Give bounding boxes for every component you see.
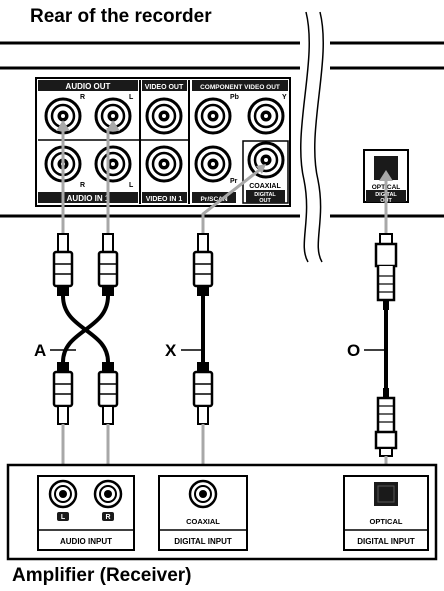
pb-jack <box>194 97 232 135</box>
cable-x-top-plug <box>192 232 214 298</box>
video-out-jack <box>145 97 183 135</box>
audio-out-r-label: R <box>80 94 85 101</box>
audio-in-l-label: L <box>129 182 134 189</box>
video-in-jack <box>145 145 183 183</box>
amplifier-title: Amplifier (Receiver) <box>12 565 192 586</box>
video-in-label: VIDEO IN 1 <box>146 196 183 203</box>
audio-out-label: AUDIO OUT <box>66 82 111 91</box>
cable-x-bottom-plug <box>192 360 214 426</box>
y-label: Y <box>282 94 287 101</box>
coaxial-out-jack <box>247 141 285 179</box>
audio-in-r-label: R <box>80 182 85 189</box>
coaxial-out-word: OUT <box>259 198 271 204</box>
cable-o-top-plug <box>374 233 398 310</box>
cable-a-left-bottom-plug <box>52 360 74 426</box>
recorder-title: Rear of the recorder <box>30 6 212 27</box>
amp-audio-l-jack <box>48 479 78 509</box>
coaxial-digital-label: DIGITAL <box>254 192 276 198</box>
pr-jack <box>194 145 232 183</box>
component-video-out-label: COMPONENT VIDEO OUT <box>200 84 280 91</box>
cable-o-label: O <box>347 341 360 360</box>
pr-label: Pr <box>230 178 238 185</box>
amp-l-label: L <box>61 514 66 521</box>
y-jack <box>247 97 285 135</box>
cable-a-right-bottom-plug <box>97 360 119 426</box>
amp-coaxial-label: COAXIAL <box>186 517 220 526</box>
audio-in-label: AUDIO IN 1 <box>67 194 110 203</box>
cable-a-left-top-plug <box>52 232 74 298</box>
amp-audio-input-label: AUDIO INPUT <box>60 537 112 546</box>
audio-out-l-label: L <box>129 94 134 101</box>
pb-label: Pb <box>230 94 239 101</box>
cable-x-label: X <box>165 341 177 360</box>
amp-coaxial-jack <box>188 479 218 509</box>
cable-a-label: A <box>34 341 46 360</box>
audio-in-r-jack <box>94 145 132 183</box>
amp-optical-label: OPTICAL <box>370 517 403 526</box>
cable-o-bottom-plug <box>374 388 398 457</box>
video-out-label: VIDEO OUT <box>145 84 184 91</box>
amp-audio-r-jack <box>93 479 123 509</box>
amp-digital-input-coax-label: DIGITAL INPUT <box>174 537 232 546</box>
cable-a-right-top-plug <box>97 232 119 298</box>
amp-digital-input-optical-label: DIGITAL INPUT <box>357 537 415 546</box>
amp-r-label: R <box>105 514 110 521</box>
pr-scan-label: Pr/SCAN <box>200 196 227 203</box>
coaxial-out-label: COAXIAL <box>249 183 281 190</box>
